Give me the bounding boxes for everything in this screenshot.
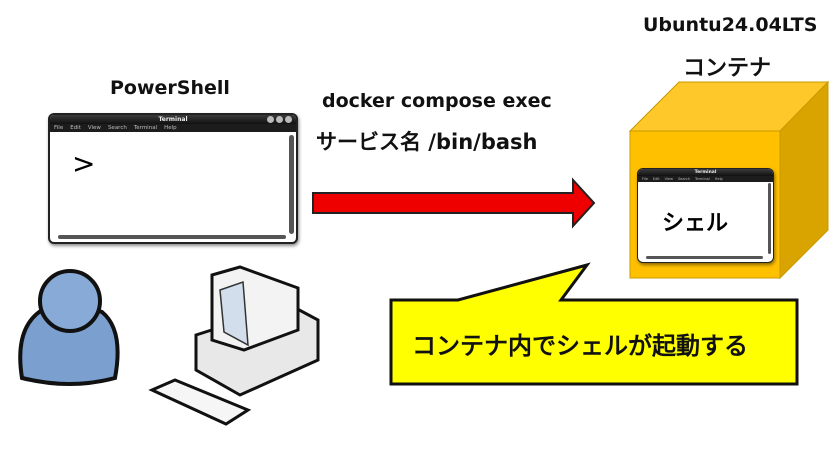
terminal-title: Terminal [694,170,717,175]
computer-icon [148,265,320,426]
red-arrow [312,177,596,229]
menu-file[interactable]: File [54,125,64,131]
menu-edit[interactable]: Edit [70,125,81,131]
vertical-scrollbar[interactable] [289,135,294,234]
menu-terminal[interactable]: Terminal [694,177,710,181]
horizontal-scrollbar[interactable] [58,235,286,239]
terminal-menu-bar: File Edit View Search Terminal Help [50,124,296,132]
shell-text: シェル [662,211,729,236]
container-terminal-window[interactable]: Terminal File Edit View Search Terminal … [637,168,774,263]
menu-help[interactable]: Help [164,125,177,131]
container-label: コンテナ [683,56,772,81]
terminal-title: Terminal [158,116,188,123]
powershell-label: PowerShell [110,77,230,99]
terminal-title-bar: Terminal [50,115,296,124]
add-icon[interactable] [267,116,274,123]
menu-view[interactable]: View [87,125,101,131]
vertical-scrollbar[interactable] [768,183,771,254]
os-label: Ubuntu24.04LTS [643,14,818,36]
horizontal-scrollbar[interactable] [646,256,763,259]
menu-search[interactable]: Search [107,125,127,131]
menu-search[interactable]: Search [677,177,690,181]
close-icon[interactable] [285,116,292,123]
menu-help[interactable]: Help [714,177,723,181]
menu-edit[interactable]: Edit [652,177,660,181]
menu-view[interactable]: View [664,177,673,181]
command-line-2: サービス名 /bin/bash [316,130,538,154]
menu-file[interactable]: File [642,177,648,181]
powershell-terminal-window[interactable]: Terminal File Edit View Search Terminal … [48,113,298,244]
terminal-prompt: > [72,147,96,180]
callout-bubble [389,262,799,386]
minimize-icon[interactable] [276,116,283,123]
terminal-title-bar: Terminal [638,169,773,176]
callout-text: コンテナ内でシェルが起動する [412,332,748,360]
menu-terminal[interactable]: Terminal [133,125,158,131]
terminal-menu-bar: File Edit View Search Terminal Help [638,176,773,182]
user-icon [18,269,120,386]
command-line-1: docker compose exec [322,90,552,112]
